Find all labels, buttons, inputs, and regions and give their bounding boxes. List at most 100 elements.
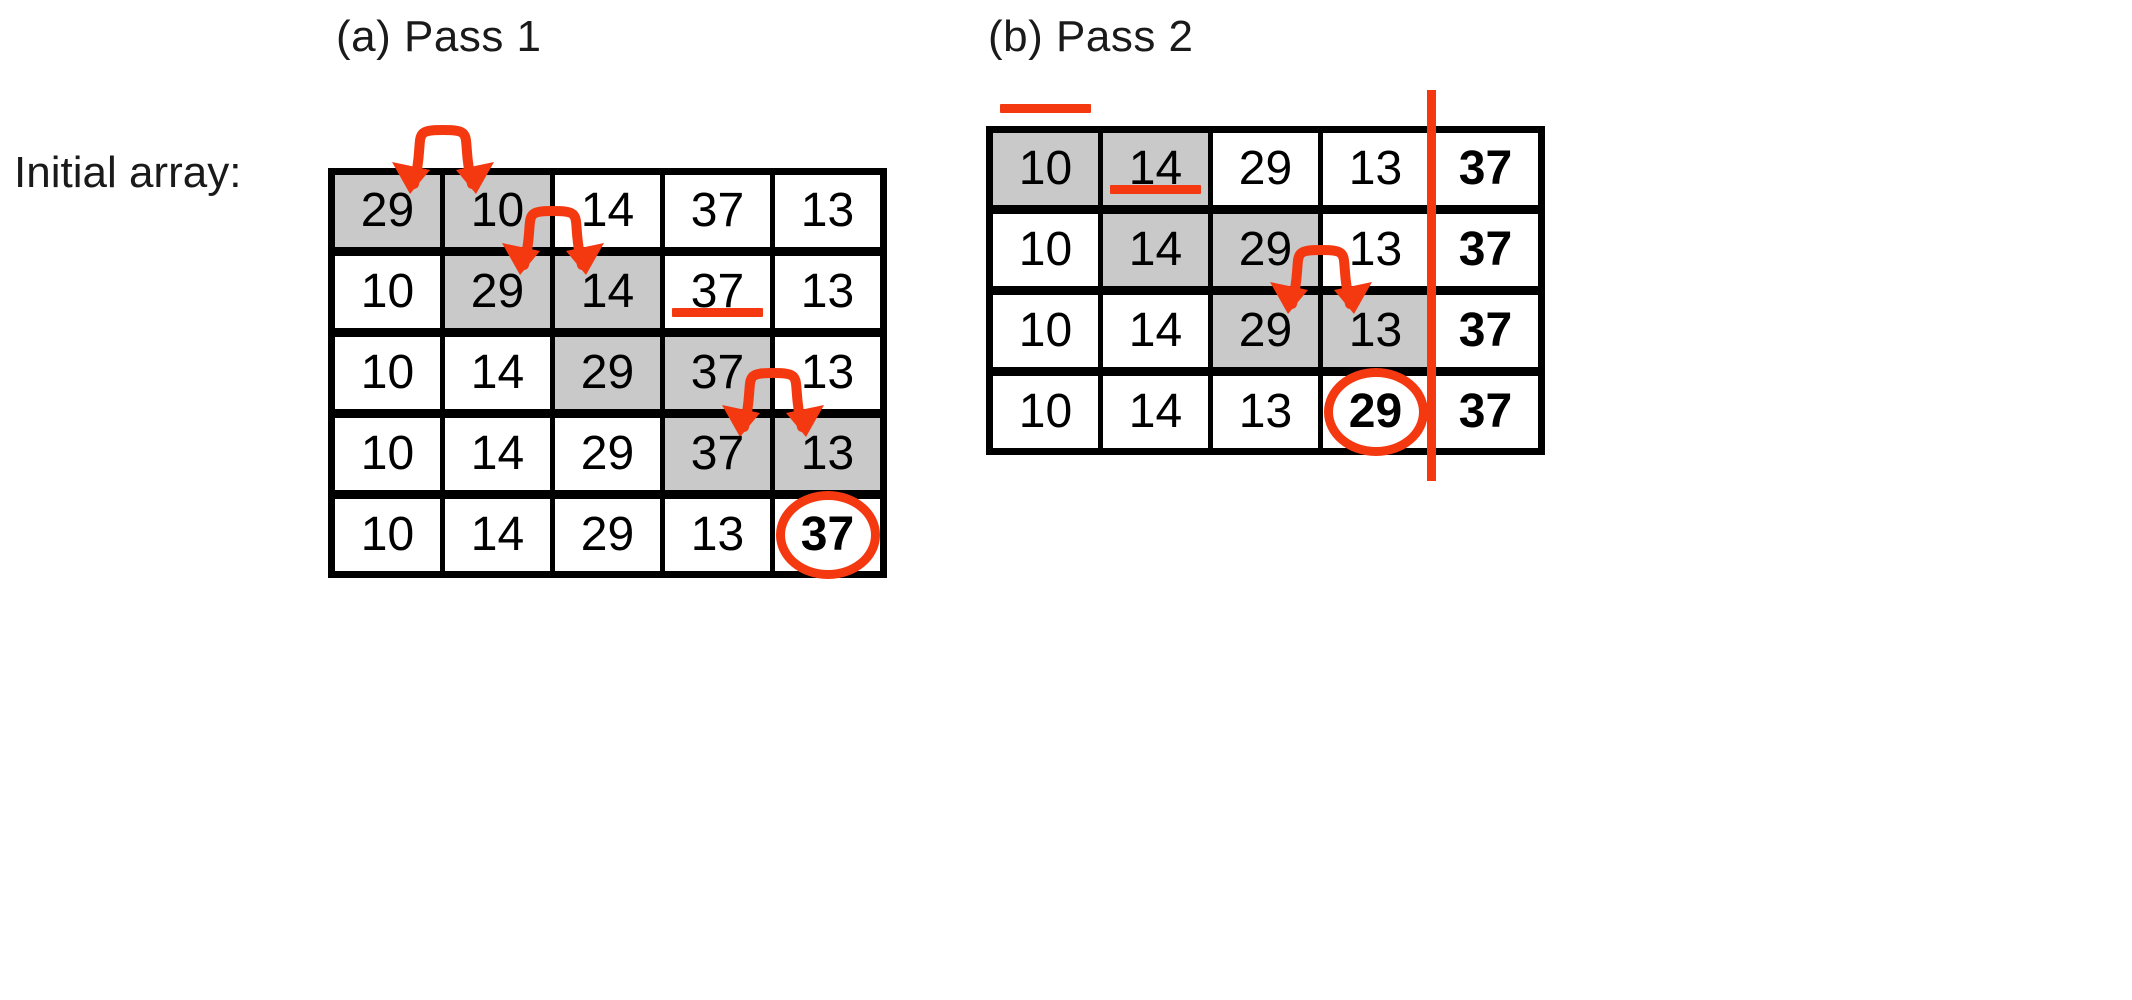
array-cell: 13 [775, 175, 880, 247]
array-row: 10 14 29 13 37 [986, 288, 1545, 374]
array-cell: 13 [665, 499, 775, 571]
array-cell: 10 [335, 256, 445, 328]
cell-value: 13 [1348, 142, 1403, 195]
array-cell: 29 [1213, 214, 1323, 286]
array-cell: 13 [775, 337, 880, 409]
cell-value: 29 [470, 265, 525, 318]
array-cell: 14 [445, 499, 555, 571]
cell-value: 13 [800, 346, 855, 399]
cell-value: 14 [580, 265, 635, 318]
cell-value: 10 [360, 508, 415, 561]
cell-value: 14 [1128, 385, 1183, 438]
cell-value: 13 [1348, 304, 1403, 357]
cell-value: 10 [360, 427, 415, 480]
cell-value: 14 [470, 508, 525, 561]
array-cell: 37 [665, 418, 775, 490]
cell-value: 14 [580, 184, 635, 237]
array-row: 10 14 29 13 37 [986, 126, 1545, 212]
array-cell: 10 [445, 175, 555, 247]
array-cell: 14 [1103, 376, 1213, 448]
array-cell: 10 [993, 295, 1103, 367]
array-cell: 29 [555, 418, 665, 490]
array-cell: 13 [1323, 133, 1433, 205]
array-cell: 14 [1103, 214, 1213, 286]
cell-value: 37 [690, 346, 745, 399]
cell-value: 13 [1238, 385, 1293, 438]
cell-value: 37 [1458, 223, 1513, 276]
array-cell: 13 [775, 256, 880, 328]
cell-value: 29 [1238, 304, 1293, 357]
array-cell: 37 [1433, 376, 1538, 448]
pass-2-title: (b) Pass 2 [988, 12, 1194, 61]
array-cell: 13 [1213, 376, 1323, 448]
array-cell: 14 [555, 256, 665, 328]
array-cell: 37 [665, 256, 775, 328]
array-cell: 37 [1433, 295, 1538, 367]
cell-value: 14 [1128, 142, 1183, 195]
cell-value: 37 [690, 427, 745, 480]
cell-value: 14 [1128, 223, 1183, 276]
array-cell: 37 [1433, 214, 1538, 286]
cell-value: 14 [1128, 304, 1183, 357]
compare-underline-marker [1110, 185, 1201, 194]
array-cell: 29 [445, 256, 555, 328]
array-cell: 29 [555, 499, 665, 571]
compare-underline-marker [1000, 104, 1091, 113]
cell-value: 13 [800, 427, 855, 480]
array-cell: 14 [1103, 295, 1213, 367]
cell-value: 37 [1458, 304, 1513, 357]
array-cell: 14 [1103, 133, 1213, 205]
cell-value: 29 [580, 508, 635, 561]
cell-value: 10 [1018, 223, 1073, 276]
cell-value: 10 [1018, 304, 1073, 357]
cell-value: 13 [1348, 223, 1403, 276]
cell-value: 29 [1348, 385, 1403, 438]
initial-array-label: Initial array: [14, 148, 242, 197]
cell-value: 13 [800, 184, 855, 237]
cell-value: 37 [690, 184, 745, 237]
array-cell: 10 [993, 376, 1103, 448]
array-cell: 29 [1213, 133, 1323, 205]
array-cell: 13 [1323, 214, 1433, 286]
array-row: 10 14 13 29 37 [986, 369, 1545, 455]
cell-value: 10 [1018, 142, 1073, 195]
array-cell: 29 [335, 175, 445, 247]
array-cell: 14 [555, 175, 665, 247]
sorted-boundary-divider [1426, 90, 1436, 481]
cell-value: 10 [360, 346, 415, 399]
cell-value: 29 [580, 346, 635, 399]
cell-value: 37 [1458, 385, 1513, 438]
cell-value: 29 [1238, 223, 1293, 276]
cell-value: 13 [800, 265, 855, 318]
cell-value: 13 [690, 508, 745, 561]
array-cell: 29 [1213, 295, 1323, 367]
cell-value: 37 [1458, 142, 1513, 195]
cell-value: 29 [580, 427, 635, 480]
array-row: 10 14 29 13 37 [986, 207, 1545, 293]
array-cell: 13 [1323, 295, 1433, 367]
array-cell: 10 [335, 337, 445, 409]
array-cell: 13 [775, 418, 880, 490]
array-cell: 10 [335, 499, 445, 571]
array-cell: 37 [665, 337, 775, 409]
array-cell: 10 [335, 418, 445, 490]
cell-value: 14 [470, 346, 525, 399]
array-cell: 14 [445, 337, 555, 409]
array-row: 10 14 29 37 13 [328, 411, 887, 497]
cell-value: 14 [470, 427, 525, 480]
cell-value: 10 [1018, 385, 1073, 438]
array-row: 10 29 14 37 13 [328, 249, 887, 335]
array-cell: 10 [993, 133, 1103, 205]
array-cell: 29 [555, 337, 665, 409]
array-cell: 37 [1433, 133, 1538, 205]
cell-value: 10 [470, 184, 525, 237]
cell-value: 37 [690, 265, 745, 318]
pass-1-title: (a) Pass 1 [336, 12, 542, 61]
array-row: 10 14 29 37 13 [328, 330, 887, 416]
cell-value: 10 [360, 265, 415, 318]
compare-underline-marker [672, 308, 763, 317]
array-cell: 37 [665, 175, 775, 247]
array-row: 29 10 14 37 13 [328, 168, 887, 254]
